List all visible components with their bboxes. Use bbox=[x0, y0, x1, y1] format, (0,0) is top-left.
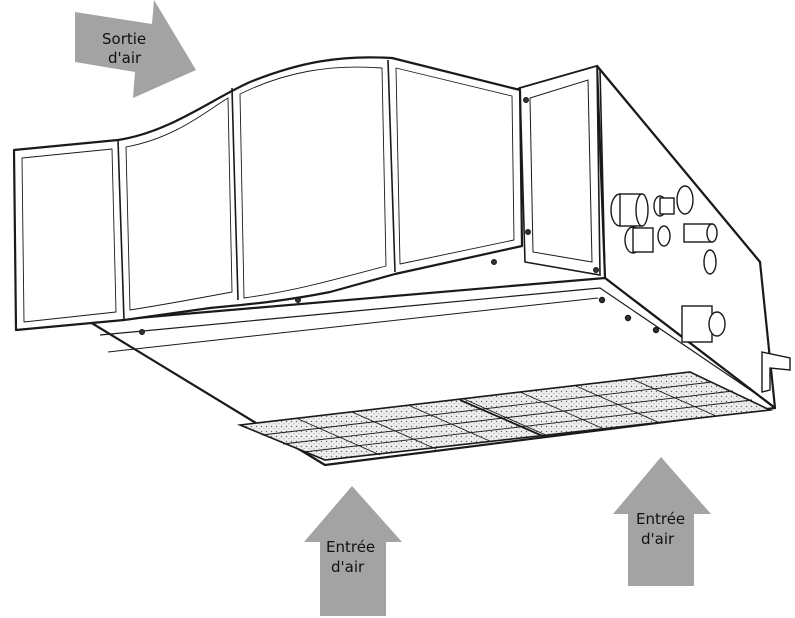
arrow-shape bbox=[304, 486, 402, 616]
inlet-front-label-line2: d'air bbox=[331, 558, 365, 576]
duct-flange bbox=[139, 64, 601, 335]
outlet-label-line2: d'air bbox=[108, 49, 142, 67]
supply-duct bbox=[12, 56, 524, 332]
air-outlet-arrow: Sortie d'air bbox=[75, 0, 196, 98]
air-filter-grille bbox=[236, 371, 773, 461]
arrow-shape bbox=[613, 457, 711, 586]
air-inlet-arrow-front: Entrée d'air bbox=[304, 486, 402, 616]
inlet-side-label-line2: d'air bbox=[641, 530, 675, 548]
pipe-connections bbox=[598, 185, 791, 393]
outlet-label-line1: Sortie bbox=[102, 30, 146, 48]
air-inlet-arrow-side: Entrée d'air bbox=[613, 457, 711, 586]
inlet-side-label-line1: Entrée bbox=[636, 510, 685, 528]
casing-rim bbox=[99, 287, 769, 403]
inlet-front-label-line1: Entrée bbox=[326, 538, 375, 556]
arrow-shape bbox=[75, 0, 196, 98]
